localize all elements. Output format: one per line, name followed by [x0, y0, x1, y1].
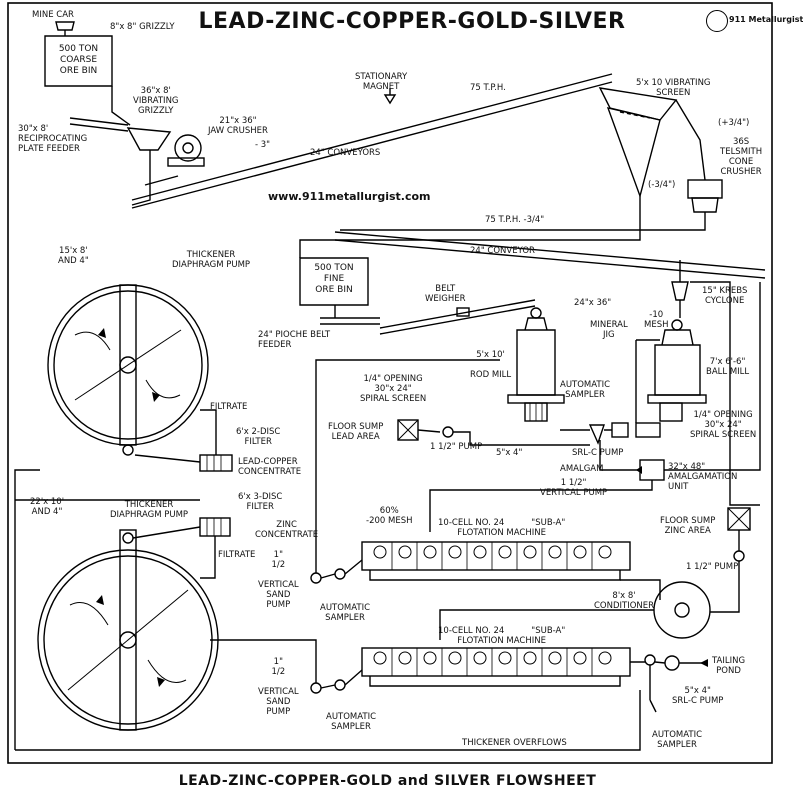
label-grizzly-8x8: 8"x 8" GRIZZLY	[110, 22, 175, 32]
label-plus-3-4: (+3/4")	[718, 118, 750, 128]
flowsheet-page: LEAD-ZINC-COPPER-GOLD-SILVER 911 Metallu…	[7, 2, 803, 789]
label-pump-1-5-b: 1 1/2" PUMP	[686, 562, 739, 572]
label-flotation-machine-2: 10-CELL NO. 24 "SUB-A" FLOTATION MACHINE	[438, 626, 566, 646]
label-auto-sampler-3: AUTOMATIC SAMPLER	[326, 712, 377, 732]
label-pump-5x4: 5"x 4"	[496, 448, 523, 458]
disc-filter-1	[199, 454, 233, 472]
label-lead-copper-concentrate: LEAD-COPPER CONCENTRATE	[238, 457, 302, 477]
label-amalgamation-unit: 32"x 48" AMALGAMATION UNIT	[668, 462, 738, 492]
auto-sampler-3	[334, 679, 346, 691]
label-stationary-magnet: STATIONARY MAGNET	[355, 72, 408, 92]
label-plate-feeder: 30"x 8' RECIPROCATING PLATE FEEDER	[18, 124, 88, 154]
srl-c-pump-hopper	[588, 424, 605, 445]
jaw-crusher	[174, 134, 202, 162]
label-spiral-screen-2: 1/4" OPENING 30"x 24" SPIRAL SCREEN	[690, 410, 757, 440]
label-disc-filter-1: 6'x 2-DISC FILTER	[236, 427, 281, 447]
disc-filter-2	[199, 517, 231, 537]
label-rod-mill: 5'x 10' ROD MILL	[470, 350, 512, 380]
label-srl-c-pump: SRL-C PUMP	[572, 448, 624, 458]
label-mineral-jig: MINERAL JIG	[590, 320, 628, 340]
label-floor-sump-lead: FLOOR SUMP LEAD AREA	[328, 422, 384, 442]
label-vibrating-grizzly: 36"x 8' VIBRATING GRIZZLY	[133, 86, 179, 116]
label-diaphragm-pump-2: THICKENER DIAPHRAGM PUMP	[110, 500, 189, 520]
label-vertical-sand-pump-2: 1" 1/2 VERTICAL SAND PUMP	[258, 657, 299, 717]
vertical-sand-pump-2	[310, 682, 322, 694]
cone-crusher	[687, 179, 723, 199]
ball-mill	[654, 344, 701, 396]
pioche-feeder	[320, 317, 380, 325]
label-conveyors-24: 24" CONVEYORS	[310, 148, 381, 158]
label-conveyor-24: 24" CONVEYOR	[470, 246, 535, 256]
label-minus-3-4: (-3/4")	[648, 180, 676, 190]
auto-sampler-2	[334, 568, 346, 580]
label-mine-car: MINE CAR	[32, 10, 74, 20]
flowsheet-diagram	[7, 2, 773, 764]
label-auto-sampler-4: AUTOMATIC SAMPLER	[652, 730, 703, 750]
conditioner	[653, 581, 711, 639]
label-tph-75-minus: 75 T.P.H. -3/4"	[485, 215, 545, 225]
label-fine-ore-bin: 500 TON FINE ORE BIN	[314, 263, 354, 295]
belt-weigher-conveyor	[379, 299, 536, 335]
tailing-sampler	[644, 654, 656, 666]
page-title: LEAD-ZINC-COPPER-GOLD-SILVER	[186, 7, 638, 37]
website-url: www.911metallurgist.com	[268, 190, 431, 203]
label-pioche-feeder: 24" PIOCHE BELT FEEDER	[258, 330, 331, 350]
vertical-sand-pump-1	[310, 572, 322, 584]
logo-emblem-icon	[706, 10, 728, 32]
stationary-magnet	[383, 94, 397, 105]
label-tailing-pond: TAILING POND	[712, 656, 746, 676]
label-cone-crusher: 36S TELSMITH CONE CRUSHER	[720, 137, 763, 177]
screen-hopper	[606, 107, 661, 199]
label-disc-filter-2: 6'x 3-DISC FILTER	[238, 492, 283, 512]
label-amalgam: AMALGAM	[560, 464, 604, 474]
vibrating-grizzly	[126, 127, 172, 151]
flotation-machine-1	[361, 541, 631, 571]
mineral-jig	[611, 422, 629, 438]
label-srl-c-5x4: 5"x 4" SRL-C PUMP	[672, 686, 724, 706]
label-coarse-ore-bin: 500 TON COARSE ORE BIN	[58, 44, 99, 76]
label-mesh-10: -10 MESH	[644, 310, 669, 330]
label-mesh-200: 60% -200 MESH	[366, 506, 413, 526]
krebs-cyclone	[671, 281, 689, 301]
label-thickener-2: 22'x 10' AND 4"	[30, 497, 65, 517]
label-tph-75: 75 T.P.H.	[470, 83, 506, 93]
label-floor-sump-zinc: FLOOR SUMP ZINC AREA	[660, 516, 716, 536]
mine-car	[55, 21, 75, 31]
label-belt-weigher: BELT WEIGHER	[425, 284, 466, 304]
label-vertical-pump: 1 1/2" VERTICAL PUMP	[540, 478, 608, 498]
srl-c-pump-tailing	[664, 655, 680, 671]
label-filtrate-2: FILTRATE	[218, 550, 256, 560]
flowsheet-caption: LEAD-ZINC-COPPER-GOLD and SILVER FLOWSHE…	[178, 773, 597, 789]
belt-weigher	[456, 307, 470, 317]
rod-mill	[516, 329, 556, 396]
label-auto-sampler-1: AUTOMATIC SAMPLER	[560, 380, 611, 400]
label-jaw-crusher: 21"x 36" JAW CRUSHER	[208, 116, 268, 136]
label-thickener-1: 15'x 8' AND 4"	[58, 246, 89, 266]
thickener-overflows-line	[15, 690, 641, 751]
label-filtrate-1: FILTRATE	[210, 402, 248, 412]
label-vertical-sand-pump-1: 1" 1/2 VERTICAL SAND PUMP	[258, 550, 299, 610]
brand-logo: 911 Metallurgist	[706, 10, 803, 32]
label-conditioner: 8'x 8' CONDITIONER	[594, 591, 655, 611]
label-minus-3: - 3"	[255, 140, 271, 150]
amalgamation-unit	[639, 459, 665, 481]
label-jig-size: 24"x 36"	[574, 298, 612, 308]
label-vibrating-screen: 5'x 10 VIBRATING SCREEN	[636, 78, 711, 98]
conveyor-2	[334, 231, 766, 271]
label-thickener-overflows: THICKENER OVERFLOWS	[462, 738, 567, 748]
label-diaphragm-pump-1: THICKENER DIAPHRAGM PUMP	[172, 250, 251, 270]
label-flotation-machine-1: 10-CELL NO. 24 "SUB-A" FLOTATION MACHINE	[438, 518, 566, 538]
label-spiral-screen-1: 1/4" OPENING 30"x 24" SPIRAL SCREEN	[360, 374, 427, 404]
label-krebs-cyclone: 15" KREBS CYCLONE	[702, 286, 748, 306]
label-ball-mill: 7'x 6'-6" BALL MILL	[706, 357, 750, 377]
outer-frame	[7, 2, 773, 764]
conveyor-1	[131, 73, 613, 201]
label-auto-sampler-2: AUTOMATIC SAMPLER	[320, 603, 371, 623]
logo-text: 911 Metallurgist	[729, 15, 803, 24]
fine-ore-bin	[299, 257, 369, 306]
label-pump-1-5: 1 1/2" PUMP	[430, 442, 483, 452]
plate-feeder	[69, 117, 129, 132]
label-zinc-concentrate: ZINC CONCENTRATE	[255, 520, 319, 540]
